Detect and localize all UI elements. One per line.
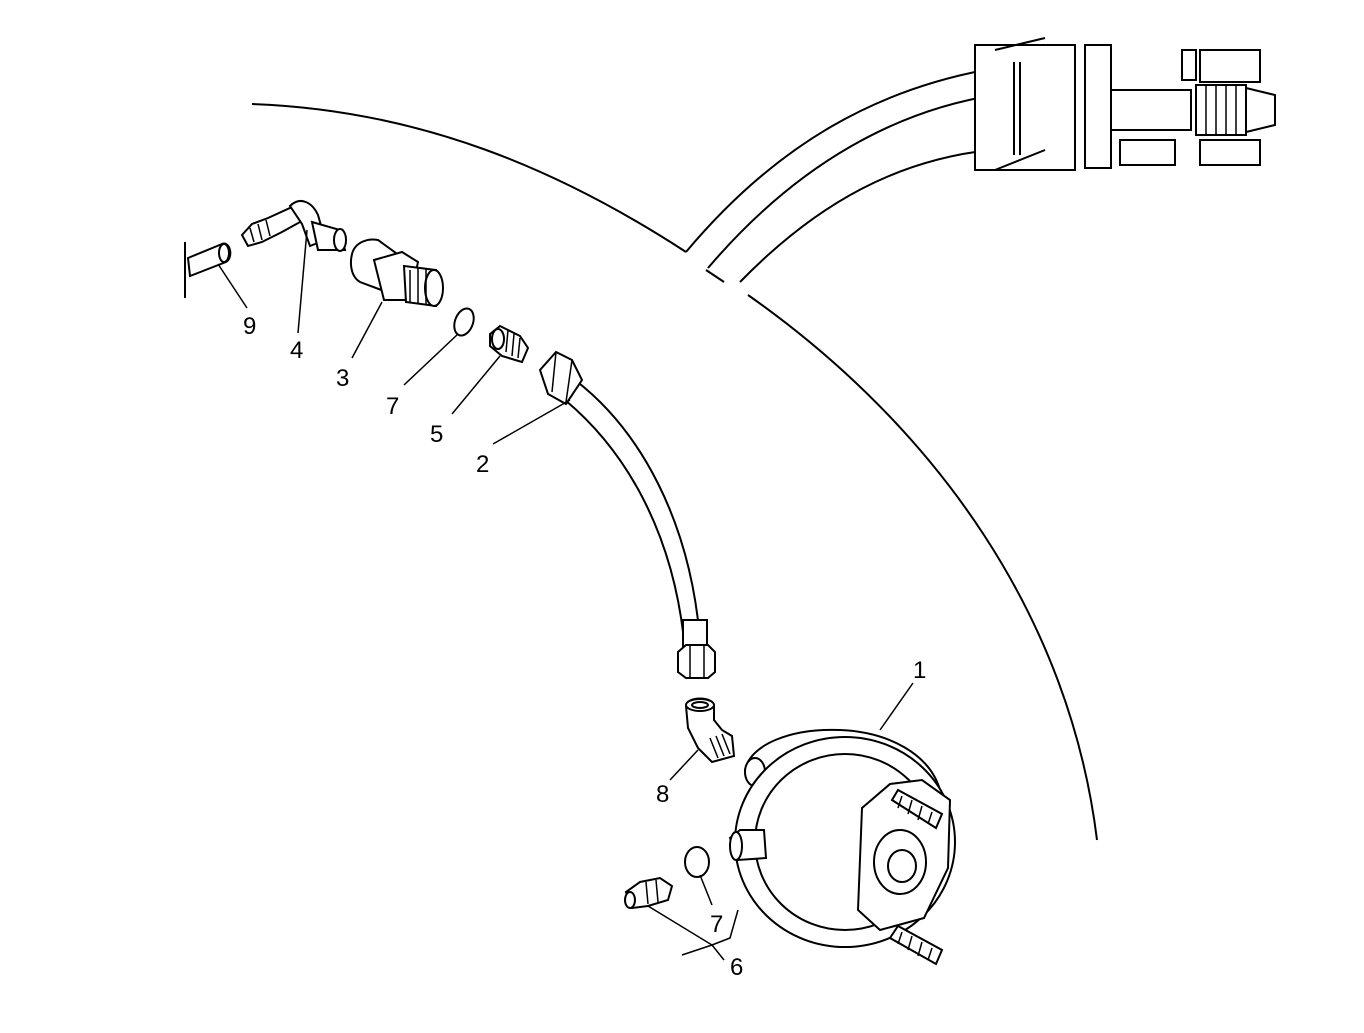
brake-chamber: [728, 728, 956, 966]
callout-7: 7: [710, 911, 723, 938]
tube: [184, 242, 232, 298]
o-ring: [684, 846, 710, 878]
callout-8: 8: [656, 781, 669, 808]
bleeder-valve: [624, 876, 674, 910]
callout-labels: 1 2 3 4 5 6 7 7 8 9: [243, 313, 926, 981]
callout-2: 2: [476, 451, 489, 478]
callout-4: 4: [290, 337, 303, 364]
leader-lines: [217, 229, 914, 961]
callout-3: 3: [336, 365, 349, 392]
straight-connector: [489, 324, 530, 364]
callout-5: 5: [430, 421, 443, 448]
elbow-barb-fitting: [240, 200, 347, 252]
o-ring: [453, 307, 475, 337]
callout-9: 9: [243, 313, 256, 340]
brake-hose: [538, 350, 716, 679]
callout-1: 1: [913, 657, 926, 684]
vehicle-location-inset: [685, 37, 1276, 283]
callout-7: 7: [386, 393, 399, 420]
wheel-outline-arc: [251, 103, 1098, 841]
elbow-fitting: [684, 697, 736, 764]
adapter-fitting: [350, 238, 444, 308]
callout-6: 6: [730, 954, 743, 981]
